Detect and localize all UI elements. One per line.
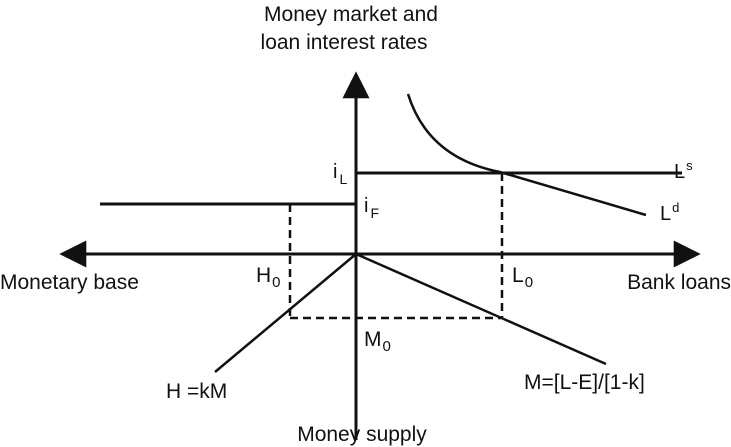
diagram-title-line1: Money market and xyxy=(264,3,438,26)
money-equation-label: M=[L-E]/[1-k] xyxy=(524,371,645,394)
diagram-title-line2: loan interest rates xyxy=(261,31,428,54)
base-point-label: H0 xyxy=(256,264,281,291)
money-point-label: M0 xyxy=(364,328,391,355)
loan-demand-label: Ld xyxy=(660,200,679,225)
base-equation-label: H =kM xyxy=(166,380,227,403)
money-equation-line xyxy=(355,252,607,366)
loan-demand-curve xyxy=(406,93,647,217)
left-axis-label: Monetary base xyxy=(0,271,139,294)
bottom-axis-label: Money supply xyxy=(297,423,427,446)
loan-supply-label: Ls xyxy=(674,158,693,183)
base-equation-line xyxy=(214,253,357,373)
loans-point-label: L0 xyxy=(512,264,533,291)
right-axis-label: Bank loans xyxy=(627,271,731,294)
